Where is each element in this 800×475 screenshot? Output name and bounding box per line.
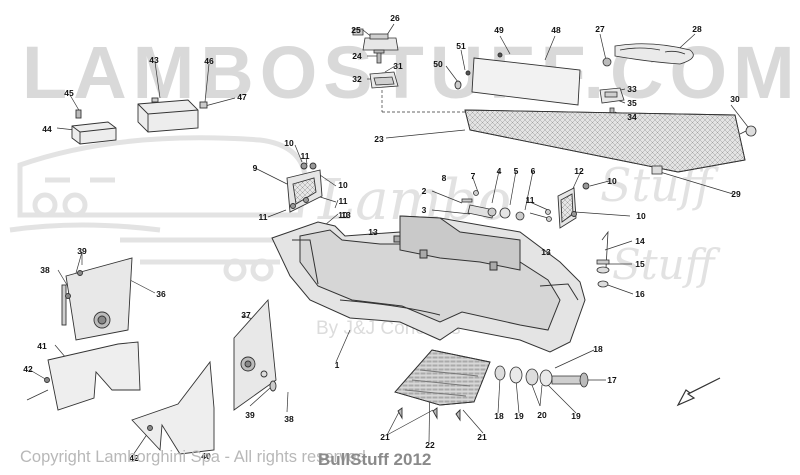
callout-label: 6 <box>530 165 536 176</box>
callout-label: 2 <box>421 185 427 196</box>
control-unit-44 <box>71 109 117 145</box>
panel-41 <box>44 341 141 411</box>
callout-label: 10 <box>607 175 617 186</box>
callout-label: 8 <box>441 172 447 183</box>
callout-label: 49 <box>494 24 504 35</box>
callout-label: 1 <box>334 359 340 370</box>
callout-label: 42 <box>129 452 139 463</box>
callout-label: 15 <box>635 258 645 269</box>
clip-30 <box>739 125 757 137</box>
callout-label: 27 <box>595 23 605 34</box>
callout-label: 34 <box>627 111 637 122</box>
light-housing-31-32 <box>369 71 399 89</box>
bracket-37 <box>233 298 277 411</box>
panel-40 <box>131 360 215 455</box>
callout-label: 47 <box>237 91 247 102</box>
license-plate-48 <box>454 52 581 106</box>
fasteners-2-8 <box>461 190 552 222</box>
callout-label: 10 <box>338 179 348 190</box>
callout-label: 11 <box>300 150 310 161</box>
callout-label: 19 <box>571 410 581 421</box>
callout-label: 32 <box>352 73 362 84</box>
bracket-12 <box>557 182 590 229</box>
callout-label: 10 <box>338 209 348 220</box>
callout-label: 11 <box>258 211 268 222</box>
watermark-brand: LAMBOSTUFF.COM <box>22 31 800 114</box>
direction-arrow <box>676 377 721 407</box>
mount-hardware-17-20 <box>494 365 589 388</box>
callout-label: 28 <box>692 23 702 34</box>
callout-label: 38 <box>40 264 50 275</box>
callout-label: 41 <box>37 340 47 351</box>
callout-label: 21 <box>477 431 487 442</box>
light-housing-33-35 <box>599 87 625 117</box>
undertray-22 <box>394 349 491 422</box>
callout-label: 5 <box>513 165 519 176</box>
callout-label: 12 <box>574 165 584 176</box>
bracket-26 <box>352 28 399 51</box>
callout-label: 13 <box>341 209 351 220</box>
callout-label: 42 <box>23 363 33 374</box>
bracket-9 <box>286 162 323 213</box>
callout-label: 11 <box>525 194 535 205</box>
watermark-script-secondary-2: Stuff <box>612 240 715 289</box>
callout-label: 33 <box>627 83 637 94</box>
callout-label: 24 <box>352 50 362 61</box>
callout-label: 35 <box>627 97 637 108</box>
callout-label: 25 <box>351 24 361 35</box>
callout-label: 13 <box>541 246 551 257</box>
callout-label: 43 <box>149 54 159 65</box>
callout-label: 21 <box>380 431 390 442</box>
callout-label: 31 <box>393 60 403 71</box>
callout-label: 30 <box>730 93 740 104</box>
callout-label: 3 <box>421 204 427 215</box>
callout-label: 48 <box>551 24 561 35</box>
callout-label: 38 <box>284 413 294 424</box>
hardware-14-16 <box>596 230 610 288</box>
callout-label: 36 <box>156 288 166 299</box>
callout-label: 10 <box>636 210 646 221</box>
callout-label: 26 <box>390 12 400 23</box>
overlay-credit-text: BullStuff 2012 <box>318 450 432 469</box>
callout-label: 7 <box>470 170 476 181</box>
callout-label: 39 <box>77 245 87 256</box>
copyright-text: Copyright Lamborghini Spa - All rights r… <box>20 448 366 466</box>
callout-label: 39 <box>245 409 255 420</box>
control-unit-43 <box>137 97 208 133</box>
callout-label: 44 <box>42 123 52 134</box>
callout-label: 10 <box>284 137 294 148</box>
callout-label: 29 <box>731 188 741 199</box>
callout-label: 23 <box>374 133 384 144</box>
callout-label: 37 <box>241 309 251 320</box>
callout-label: 18 <box>494 410 504 421</box>
callout-label: 50 <box>433 58 443 69</box>
callout-label: 16 <box>635 288 645 299</box>
callout-label: 51 <box>456 40 466 51</box>
callout-label: 19 <box>514 410 524 421</box>
clip-29 <box>651 165 663 175</box>
callout-label: 22 <box>425 439 435 450</box>
callout-label: 40 <box>201 450 211 461</box>
callout-label: 11 <box>338 195 348 206</box>
bolt-24 <box>373 49 385 64</box>
badge-28 <box>602 43 694 67</box>
rear-bumper-1 <box>271 215 586 353</box>
bracket-36 <box>61 257 133 341</box>
callout-label: 45 <box>64 87 74 98</box>
callout-label: 17 <box>607 374 617 385</box>
callout-label: 46 <box>204 55 214 66</box>
callout-label: 14 <box>635 235 645 246</box>
grille-23 <box>464 109 746 173</box>
callout-label: 4 <box>496 165 502 176</box>
callout-label: 13 <box>368 226 378 237</box>
car-rear-outline-watermark <box>9 135 308 282</box>
callout-label: 20 <box>537 409 547 420</box>
callout-label: 9 <box>252 162 258 173</box>
callout-label: 18 <box>593 343 603 354</box>
